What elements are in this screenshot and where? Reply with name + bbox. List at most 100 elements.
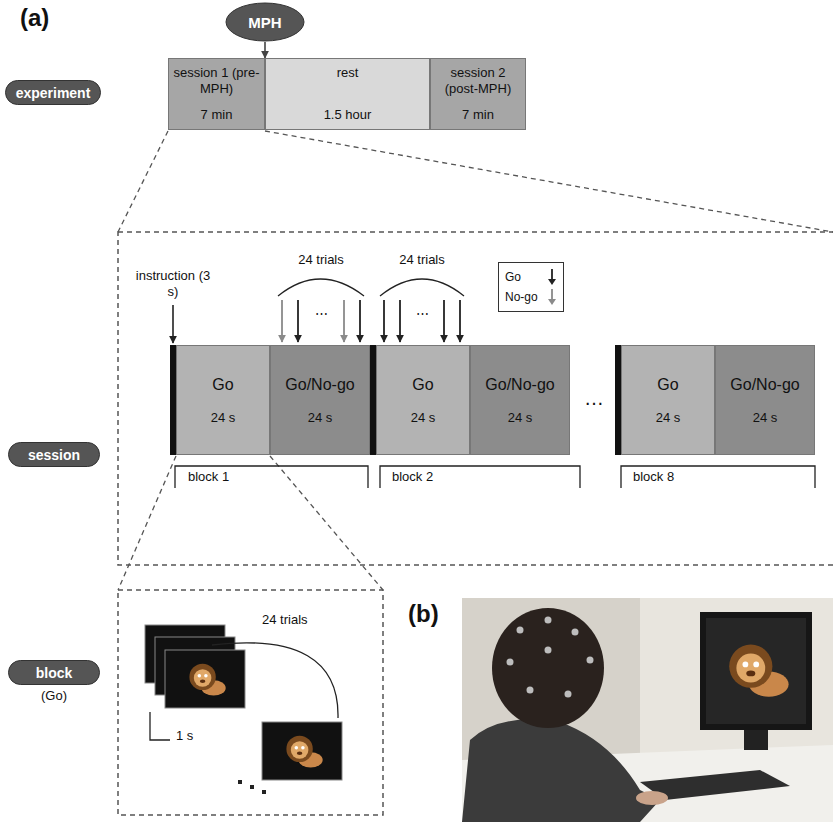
legend-arrow-head <box>548 299 556 305</box>
block-bracket <box>175 466 368 488</box>
lion-mane <box>729 645 772 688</box>
trial-arrow <box>297 300 299 342</box>
person-head <box>492 608 604 728</box>
legend-box: GoNo-go <box>498 262 564 312</box>
lion-picture <box>729 645 788 697</box>
connector-arrow <box>264 42 266 58</box>
instruction-arrow <box>172 305 174 343</box>
lion-mane <box>286 736 312 762</box>
lion-nose <box>200 680 206 684</box>
zoom-line <box>270 456 383 590</box>
lion-nose <box>297 752 303 756</box>
node-title: Go/No-go <box>485 376 554 394</box>
node-detail: 24 s <box>753 410 778 425</box>
lion-eye <box>743 662 749 668</box>
trial-arrow <box>443 300 445 342</box>
electrode <box>545 617 552 624</box>
node-detail: 24 s <box>508 410 533 425</box>
node-title: experiment <box>16 85 91 101</box>
trial-brace <box>212 643 338 718</box>
lion-picture <box>286 736 322 768</box>
legend-text: No-go <box>505 290 538 304</box>
zoom-line <box>118 131 168 232</box>
legend-entry: Go <box>505 267 557 287</box>
electrode <box>572 629 579 636</box>
panel-letter: (a) <box>20 4 49 33</box>
annotation: instruction (3 s) <box>133 268 213 299</box>
node-detail: 24 s <box>211 410 236 425</box>
node-title: MPH <box>248 14 281 31</box>
legend-sample <box>547 288 557 306</box>
task-block: Go 24 s <box>176 345 270 455</box>
task-block: Go/No-go 24 s <box>470 345 570 455</box>
annotation: 24 trials <box>399 252 445 268</box>
legend-entry: No-go <box>505 287 557 307</box>
annotation: 24 trials <box>298 252 344 268</box>
node-title: Go <box>657 376 678 394</box>
zoom-line <box>265 131 833 232</box>
annotation: block 8 <box>633 469 674 485</box>
time-mark <box>150 712 170 740</box>
ellipse-shape <box>226 3 304 41</box>
monitor <box>700 612 812 730</box>
legend-text: Go <box>505 270 521 284</box>
electrode <box>517 627 524 634</box>
annotation: block 2 <box>392 469 433 485</box>
lion-face <box>194 669 212 687</box>
lion-picture <box>189 664 225 696</box>
zoom-frame <box>118 232 833 565</box>
annotation: … <box>584 386 604 410</box>
lion-face <box>736 654 765 683</box>
node-title: Go <box>212 376 233 394</box>
trial-arrow <box>459 300 461 342</box>
zoom-frame <box>118 590 383 815</box>
lion-eye <box>753 662 759 668</box>
continuation-dot <box>262 790 266 794</box>
trial-arrow <box>399 300 401 342</box>
annotation: 24 trials <box>262 612 308 628</box>
lion-eye <box>204 674 208 678</box>
node-detail: 7 min <box>462 107 494 123</box>
node-title: block <box>36 665 73 681</box>
task-block: Go/No-go24 s <box>270 345 370 455</box>
phase-box: session 1 (pre-MPH)7 min <box>168 58 265 130</box>
block-bracket <box>621 466 815 488</box>
level-pill: experiment <box>5 80 101 105</box>
trial-brace <box>278 279 364 296</box>
electrode <box>527 687 534 694</box>
node-title: Go/No-go <box>285 376 354 394</box>
electrode <box>507 659 514 666</box>
lion-mane <box>189 664 215 690</box>
annotation: ⋯ <box>416 306 429 322</box>
node-title: session 1 (pre-MPH) <box>173 65 260 96</box>
person-body <box>462 719 660 822</box>
node-detail: (Go) <box>9 688 99 703</box>
monitor-screen <box>706 618 806 724</box>
node-detail: 24 s <box>411 410 436 425</box>
phase-box: rest1.5 hour <box>265 58 430 130</box>
lion-face <box>291 741 309 759</box>
electrode <box>545 647 552 654</box>
node-detail: 1.5 hour <box>324 107 372 123</box>
photo-wall <box>462 598 833 822</box>
electrode <box>565 691 572 698</box>
trial-brace <box>380 279 464 296</box>
legend-arrow-head <box>548 279 556 285</box>
panel-letter: (b) <box>408 600 439 629</box>
trial-arrow <box>281 300 283 342</box>
lion-nose <box>746 671 755 677</box>
level-pill: block(Go) <box>8 660 100 685</box>
stimulus-screen <box>165 650 245 708</box>
trial-arrow <box>343 300 345 342</box>
node-title: Go/No-go <box>730 376 799 394</box>
node-title: session 2 (post-MPH) <box>435 65 521 96</box>
task-block: Go/No-go 24 s <box>715 345 815 455</box>
person-hand <box>636 791 668 805</box>
node-title: Go <box>412 376 433 394</box>
legend-sample <box>547 268 557 286</box>
level-pill: session <box>8 442 100 467</box>
annotation: ⋯ <box>315 306 328 322</box>
trial-arrow <box>383 300 385 342</box>
continuation-dot <box>250 785 254 789</box>
